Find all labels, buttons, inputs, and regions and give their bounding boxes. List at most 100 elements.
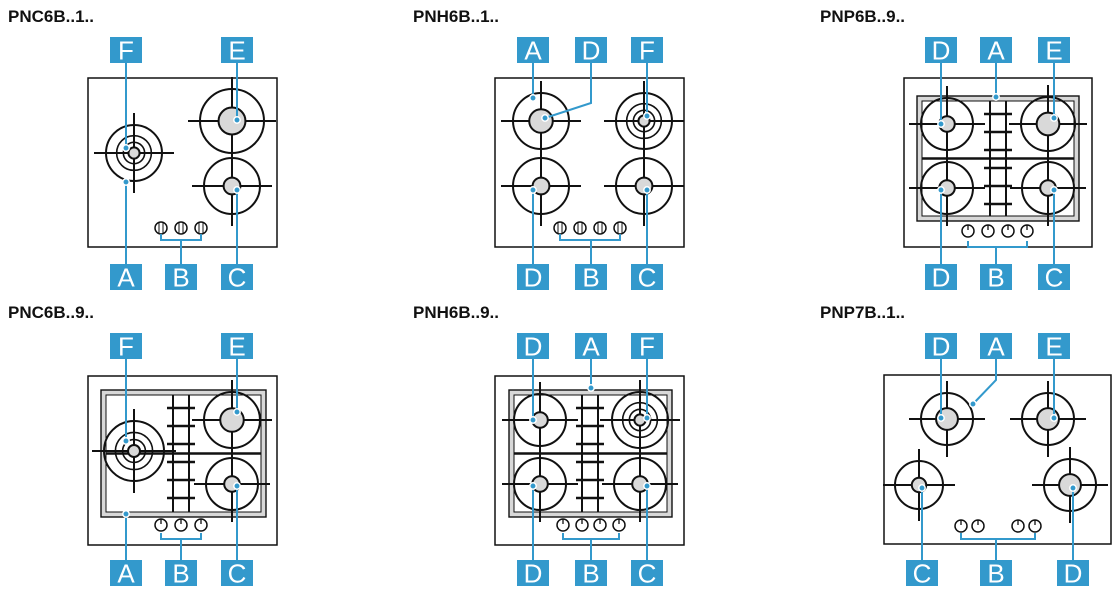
burner-ring: [512, 157, 570, 215]
callout-label: E: [1045, 36, 1062, 66]
burner-ring: [613, 457, 667, 511]
callout-label: D: [932, 36, 951, 66]
burner-cap: [127, 146, 141, 160]
burner-ring: [920, 161, 974, 215]
callout-label-box: [925, 333, 957, 359]
control-knob: [174, 221, 188, 235]
burner-ring: [625, 102, 663, 140]
callout-dot: [233, 408, 241, 416]
burner-ring: [894, 460, 944, 510]
burner-cap: [528, 108, 554, 134]
callout-dot: [643, 186, 651, 194]
callout-dot: [529, 416, 537, 424]
callout-label: C: [228, 263, 247, 293]
callout-dot: [1050, 414, 1058, 422]
callout-label: B: [987, 263, 1004, 293]
callout-label-box: [110, 37, 142, 63]
callout-label-box: [1057, 560, 1089, 586]
callout-dot: [937, 414, 945, 422]
callout-dot: [643, 482, 651, 490]
callout-dot: [541, 114, 549, 122]
burner-ring: [1043, 458, 1097, 512]
model-title: PNP6B..9..: [820, 7, 905, 26]
callout-label: A: [582, 332, 600, 362]
callout-dot: [122, 510, 130, 518]
callout-label-box: [575, 333, 607, 359]
callout-label-box: [517, 37, 549, 63]
model-title: PNP7B..1..: [820, 303, 905, 322]
callout-dot: [918, 484, 926, 492]
callout-dot: [1050, 186, 1058, 194]
burner-ring: [621, 401, 659, 439]
control-knob: [553, 221, 567, 235]
callout-dot: [122, 437, 130, 445]
model-title: PNC6B..9..: [8, 303, 94, 322]
burner-ring: [205, 457, 259, 511]
callout-label-box: [1038, 37, 1070, 63]
callout-label-box: [980, 264, 1012, 290]
callout-label-box: [110, 333, 142, 359]
burner-ring: [920, 392, 974, 446]
callout-label-box: [980, 333, 1012, 359]
callout-label: B: [987, 559, 1004, 589]
callout-label: F: [118, 332, 134, 362]
burner-ring: [1021, 161, 1075, 215]
control-knob: [573, 221, 587, 235]
callout-label-box: [1038, 333, 1070, 359]
callout-label-box: [221, 333, 253, 359]
burner-ring: [114, 431, 154, 471]
callout-dot: [529, 94, 537, 102]
callout-label: D: [1064, 559, 1083, 589]
callout-label-box: [575, 560, 607, 586]
callout-label: F: [639, 36, 655, 66]
callout-label: E: [228, 36, 245, 66]
callout-label-box: [517, 560, 549, 586]
burner-ring: [105, 124, 163, 182]
callout-dot: [643, 112, 651, 120]
callout-label: A: [987, 36, 1005, 66]
callout-dot: [587, 384, 595, 392]
callout-label: C: [913, 559, 932, 589]
callout-label-box: [165, 264, 197, 290]
burner-ring: [632, 109, 656, 133]
callout-dot: [992, 93, 1000, 101]
burner-ring: [122, 141, 146, 165]
callout-label: A: [524, 36, 542, 66]
callout-label: C: [638, 559, 657, 589]
burner-ring: [628, 408, 652, 432]
callout-dot: [233, 186, 241, 194]
callout-label-box: [221, 264, 253, 290]
callout-label-box: [165, 560, 197, 586]
callout-dot: [529, 186, 537, 194]
model-title: PNC6B..1..: [8, 7, 94, 26]
callout-dot: [969, 400, 977, 408]
callout-label: B: [582, 263, 599, 293]
hob-panel-3: PNP6B..9.. D A E D B C: [820, 7, 1093, 293]
callout-dot: [643, 414, 651, 422]
callout-label: C: [1045, 263, 1064, 293]
control-knob: [154, 221, 168, 235]
model-title: PNH6B..9..: [413, 303, 499, 322]
callout-label: C: [228, 559, 247, 589]
control-knob: [194, 221, 208, 235]
callout-label: D: [582, 36, 601, 66]
callout-label-box: [631, 333, 663, 359]
burner-cap: [217, 106, 247, 136]
callout-label: B: [582, 559, 599, 589]
callout-label-box: [221, 37, 253, 63]
callout-label: F: [639, 332, 655, 362]
burner-cap: [127, 444, 141, 458]
callout-label: D: [932, 263, 951, 293]
burner-ring: [615, 157, 673, 215]
knob-bracket: [967, 241, 1028, 248]
callout-label-box: [631, 560, 663, 586]
callout-dot: [1050, 114, 1058, 122]
burner-ring: [103, 420, 165, 482]
model-title: PNH6B..1..: [413, 7, 499, 26]
burner-ring: [121, 438, 147, 464]
